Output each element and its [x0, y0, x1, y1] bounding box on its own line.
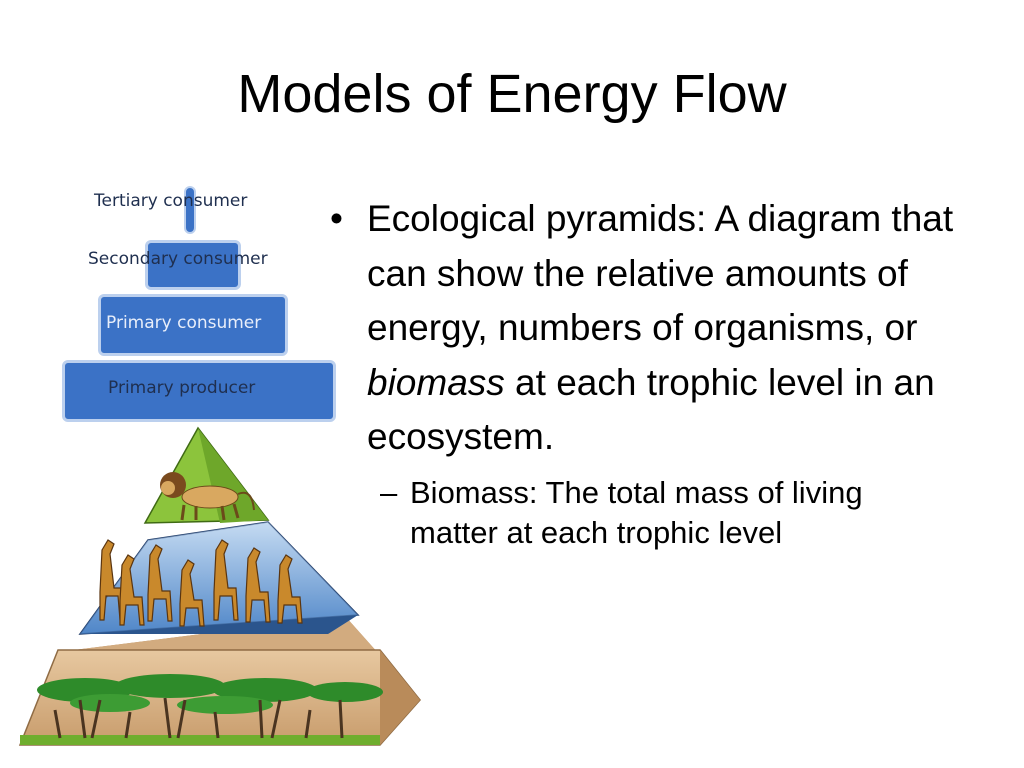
secondary-consumer-bar — [145, 240, 241, 290]
primary-producer-label: Primary producer — [108, 378, 256, 398]
bullet-lead-text: Ecological pyramids: A diagram that can … — [367, 198, 954, 348]
bullet-dot: • — [330, 198, 343, 239]
acacia-trees — [37, 674, 383, 739]
sub-bullet-text: Biomass: The total mass of living matter… — [410, 474, 863, 550]
primary-producer-bar — [62, 360, 336, 422]
sub-bullet-biomass: –Biomass: The total mass of living matte… — [322, 473, 910, 553]
tertiary-consumer-bar — [184, 186, 196, 234]
predator-tier — [143, 426, 270, 524]
biomass-pyramid-illustration — [18, 426, 421, 746]
bullet-emphasis: biomass — [367, 361, 505, 403]
tertiary-consumer-label: Tertiary consumer — [94, 191, 248, 211]
giraffe-herd — [99, 539, 303, 627]
bullet-list: • Ecological pyramids: A diagram that can… — [322, 192, 982, 553]
sub-bullet-dash: – — [380, 474, 398, 510]
primary-consumer-bar — [98, 294, 288, 356]
bullet-tail-text: at each trophic level in an ecosystem. — [367, 361, 935, 458]
bullet-ecological-pyramids: • Ecological pyramids: A diagram that can… — [322, 192, 982, 465]
secondary-consumer-label: Secondary consumer — [88, 249, 268, 269]
lion — [160, 472, 255, 521]
primary-consumer-label: Primary consumer — [106, 313, 262, 333]
slide-title: Models of Energy Flow — [237, 64, 787, 124]
